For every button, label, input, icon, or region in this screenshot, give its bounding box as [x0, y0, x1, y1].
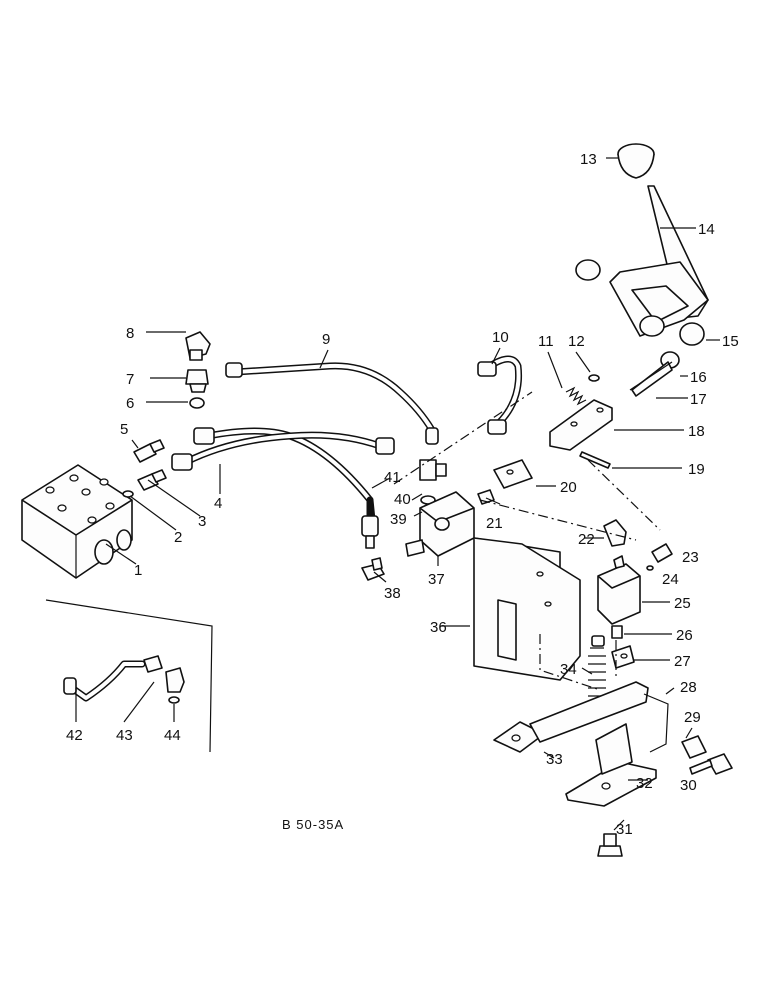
callout-21: 21	[486, 515, 503, 532]
callout-18: 18	[688, 423, 705, 440]
elbow-44	[165, 667, 185, 704]
pipe-41	[361, 496, 379, 549]
callout-12: 12	[568, 333, 585, 350]
fitting-43	[143, 655, 163, 673]
bolt-30	[689, 753, 733, 775]
callout-39: 39	[390, 511, 407, 528]
valve-block	[21, 464, 133, 579]
block-27	[611, 645, 635, 669]
washer-12	[588, 374, 600, 382]
figure-reference: B 50-35A	[282, 817, 344, 832]
pipe-4-lower	[171, 431, 395, 471]
callout-1: 1	[134, 562, 142, 579]
callout-38: 38	[384, 585, 401, 602]
pin-19	[579, 451, 611, 469]
callout-41: 41	[384, 469, 401, 486]
callout-19: 19	[688, 461, 705, 478]
spring-34	[588, 635, 606, 705]
callout-10: 10	[492, 329, 509, 346]
fitting-38	[361, 557, 385, 581]
callout-26: 26	[676, 627, 693, 644]
callout-17: 17	[690, 391, 707, 408]
valve-37	[405, 491, 475, 557]
tee-fitting-40	[419, 459, 447, 481]
spring-11	[565, 386, 587, 406]
fitting-26	[611, 625, 623, 639]
rod-28	[529, 681, 669, 753]
knob-13	[617, 143, 655, 179]
elbow-22	[603, 519, 627, 547]
callout-40: 40	[394, 491, 411, 508]
callout-14: 14	[698, 221, 715, 238]
assembly-lines	[393, 391, 661, 691]
callout-7: 7	[126, 371, 134, 388]
callout-22: 22	[578, 531, 595, 548]
fitting-23	[651, 543, 673, 563]
fitting-5	[133, 439, 165, 463]
link-18	[549, 399, 613, 451]
callout-42: 42	[66, 727, 83, 744]
fitting-3	[137, 469, 167, 491]
callout-15: 15	[722, 333, 739, 350]
callout-37: 37	[428, 571, 445, 588]
callout-36: 36	[430, 619, 447, 636]
lever-14	[575, 185, 709, 346]
pivot-16	[631, 351, 680, 397]
pipe-42	[63, 660, 146, 702]
plate-32	[565, 723, 657, 807]
callout-33: 33	[546, 751, 563, 768]
callout-4: 4	[214, 495, 222, 512]
elbow-fitting-8	[185, 331, 211, 361]
bushing-29	[681, 735, 707, 759]
o-ring-2	[122, 490, 134, 498]
valve-25	[597, 555, 641, 625]
callout-13: 13	[580, 151, 597, 168]
inset-panel-border	[45, 599, 213, 753]
callout-44: 44	[164, 727, 181, 744]
callout-28: 28	[680, 679, 697, 696]
callout-11: 11	[538, 333, 554, 350]
callout-27: 27	[674, 653, 691, 670]
callout-31: 31	[616, 821, 633, 838]
leader-lines	[75, 157, 720, 831]
pipe-10	[477, 355, 523, 435]
callout-29: 29	[684, 709, 701, 726]
callout-34: 34	[560, 661, 577, 678]
callout-2: 2	[174, 529, 182, 546]
callout-8: 8	[126, 325, 134, 342]
callout-3: 3	[198, 513, 206, 530]
bracket-36	[473, 537, 581, 681]
callout-43: 43	[116, 727, 133, 744]
callout-30: 30	[680, 777, 697, 794]
block-20	[493, 459, 533, 489]
stud-31	[597, 833, 623, 857]
callout-16: 16	[690, 369, 707, 386]
callout-20: 20	[560, 479, 577, 496]
fitting-7	[185, 369, 209, 393]
o-ring-24	[646, 565, 654, 571]
callout-5: 5	[120, 421, 128, 438]
callout-23: 23	[682, 549, 699, 566]
o-ring-6	[189, 397, 205, 409]
callout-9: 9	[322, 331, 330, 348]
callout-24: 24	[662, 571, 679, 588]
callout-32: 32	[636, 775, 653, 792]
callout-6: 6	[126, 395, 134, 412]
pin-17	[629, 361, 673, 391]
callout-25: 25	[674, 595, 691, 612]
pipe-9	[225, 362, 439, 445]
